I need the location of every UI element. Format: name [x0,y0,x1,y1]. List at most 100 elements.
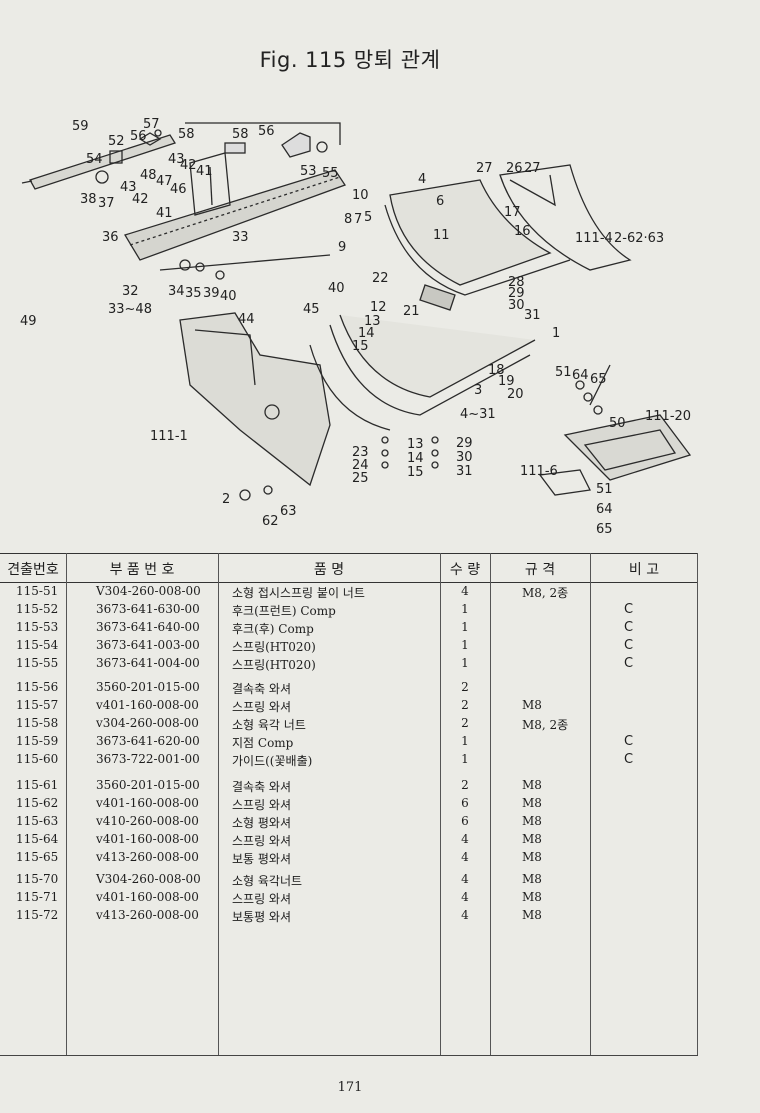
callout: 51 [596,482,613,497]
cell-no: 115-54 [16,638,59,652]
callout: 17 [504,205,521,220]
cell-part: v413-260-008-00 [96,908,199,922]
callout: 64 [572,368,589,383]
callout: 15 [407,465,424,480]
cell-qty: 2 [461,778,469,792]
callout: 14 [358,326,375,341]
callout: 57 [143,117,160,132]
header-part-number: 부 품 번 호 [109,562,175,578]
callout: 28 [508,275,525,290]
callout: 30 [508,298,525,313]
callout: 12 [370,300,387,315]
column-divider [218,553,219,1055]
cell-no: 115-59 [16,734,59,748]
callout: 39 [203,286,220,301]
cell-spec: M8, 2종 [522,586,569,600]
cell-name: 후크(프런트) Comp [232,604,336,618]
callout: 33 [232,230,249,245]
cell-qty: 1 [461,638,469,652]
cell-qty: 1 [461,752,469,766]
callout: 8 [344,212,352,227]
page-title: Fig. 115 망퇴 관계 [259,48,441,72]
exploded-parts-diagram: 59 52 57 56 58 58 56 54 53 55 38 37 43 4… [10,85,700,540]
callout: 54 [86,152,103,167]
callout: 58 [178,127,195,142]
callout: 55 [322,166,339,181]
cell-no: 115-53 [16,620,59,634]
header-part-name: 품 명 [313,562,345,578]
column-divider [440,553,441,1055]
callout: 58 [232,127,249,142]
callout: 42 [180,158,197,173]
callout: 14 [407,451,424,466]
callout: 65 [590,372,607,387]
cell-no: 115-56 [16,680,59,694]
cell-name: 결속축 와셔 [232,682,292,696]
cell-no: 115-62 [16,796,59,810]
cell-note: C [624,734,634,749]
callout: 49 [20,314,37,329]
cell-part: 3673-641-003-00 [96,638,200,652]
callout: 10 [352,188,369,203]
callout: 45 [303,302,320,317]
header-index: 견출번호 [7,562,59,578]
callout: 53 [300,164,317,179]
cell-name: 보통 평와셔 [232,852,292,866]
cell-spec: M8 [522,850,542,864]
callout: 111-20 [645,409,691,424]
cell-name: 후크(후) Comp [232,622,314,636]
cell-no: 115-72 [16,908,59,922]
callout: 31 [456,464,473,479]
callout: 44 [238,312,255,327]
cell-spec: M8 [522,698,542,712]
cell-spec: M8 [522,814,542,828]
callout: 37 [98,196,115,211]
cell-part: v304-260-008-00 [96,716,199,730]
cell-name: 소형 육각 너트 [232,718,306,732]
callout: 40 [328,281,345,296]
cell-part: v413-260-008-00 [96,850,199,864]
callout: 7 [354,212,362,227]
cell-note: C [624,620,634,635]
cell-name: 소형 육각너트 [232,874,303,888]
callout: 56 [258,124,275,139]
cell-part: v401-160-008-00 [96,698,199,712]
callout: 11 [433,228,450,243]
cell-name: 소형 접시스프링 붙이 너트 [232,586,365,600]
column-divider [66,553,67,1055]
cell-no: 115-71 [16,890,59,904]
cell-name: 스프링 와셔 [232,834,292,848]
cell-qty: 4 [461,850,469,864]
cell-no: 115-57 [16,698,59,712]
cell-part: 3673-722-001-00 [96,752,200,766]
cell-part: 3673-641-004-00 [96,656,200,670]
cell-name: 결속축 와셔 [232,780,292,794]
callout: 5 [364,210,372,225]
cell-qty: 4 [461,908,469,922]
cell-no: 115-63 [16,814,59,828]
callout: 62 [262,514,279,529]
cell-name: 스프링 와셔 [232,892,292,906]
cell-part: V304-260-008-00 [96,584,201,598]
callout: 34 [168,284,185,299]
cell-part: 3560-201-015-00 [96,680,200,694]
callout: 46 [170,182,187,197]
cell-qty: 1 [461,602,469,616]
cell-name: 가이드((꽃배출) [232,754,313,768]
cell-part: 3673-641-640-00 [96,620,200,634]
cell-no: 115-55 [16,656,59,670]
callout: 20 [507,387,524,402]
callout: 2 [222,492,230,507]
callout: 29 [456,436,473,451]
cell-qty: 4 [461,832,469,846]
